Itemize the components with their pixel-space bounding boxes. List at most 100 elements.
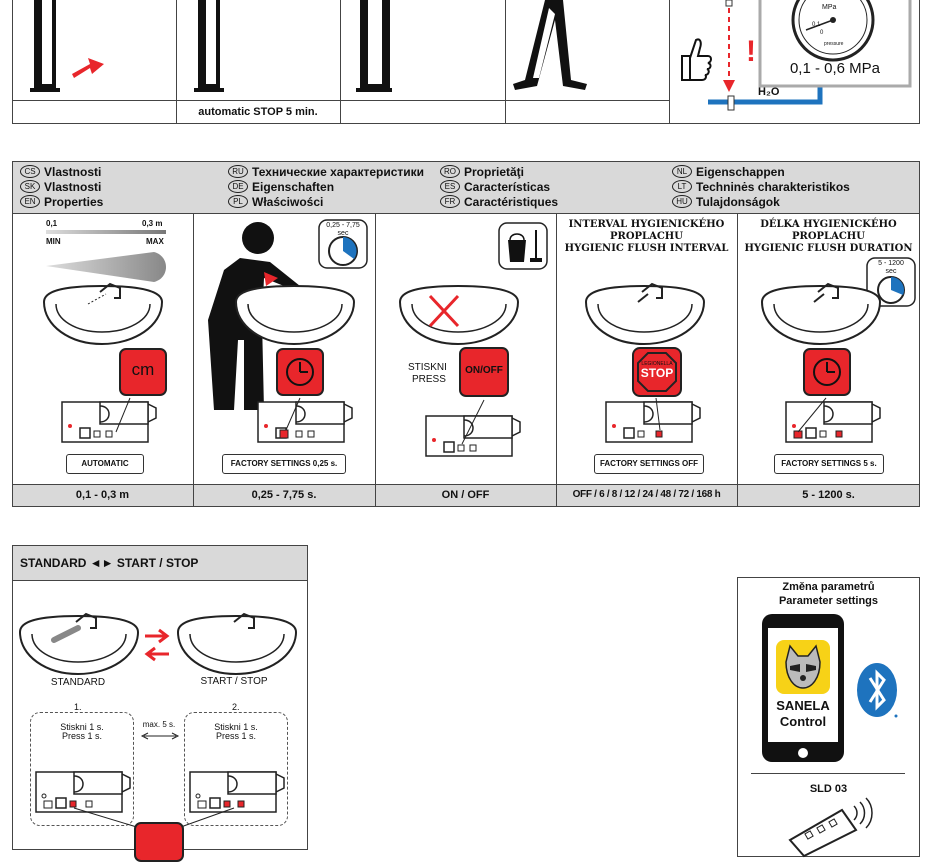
start-stop-label: START / STOP [200, 676, 268, 687]
prop-col-divider [375, 213, 376, 507]
standard-label: STANDARD [50, 677, 106, 688]
range-scale-bar [46, 230, 166, 234]
duration-range-label: 5 - 1200 [878, 260, 904, 267]
duration-title: DÉLKA HYGIENICKÉHO [760, 219, 897, 230]
step-1-press: Stiskni 1 s. [60, 722, 104, 732]
thumbs-up-icon [681, 38, 712, 81]
step-1-label: 1. [74, 702, 82, 712]
washbasin-illustration [42, 282, 164, 346]
user-standing-illustration-3 [356, 0, 392, 92]
max-time-label: max. 5 s. [142, 720, 176, 729]
duration-unit-label: sec [885, 268, 897, 275]
step-2-press: Stiskni 1 s. [214, 722, 258, 732]
stop-label: STOP [640, 366, 674, 380]
control-unit-illustration [35, 771, 131, 813]
top-caption-divider [12, 100, 670, 101]
app-panel-divider [751, 773, 905, 774]
control-unit-illustration [257, 397, 353, 443]
range-value: 0,1 - 0,3 m [75, 489, 130, 501]
gauge-scale-mark: 0,1 [812, 22, 821, 28]
legionella-stop-icon [632, 347, 682, 397]
top-caption-1 [12, 101, 176, 123]
timer-range-label: 0,25 - 7,75 [326, 222, 360, 229]
washbasin-illustration [760, 282, 882, 346]
distance-setting-button [119, 348, 167, 396]
remote-model-label: SLD 03 [809, 783, 848, 795]
step-2-frame [184, 712, 288, 826]
duration-value: 5 - 1200 s. [802, 489, 855, 501]
h2o-label: H₂O [758, 86, 780, 98]
sensor-beam-illustration [46, 252, 166, 282]
step-2-label: 2. [232, 702, 240, 712]
step-2-press-en: Press 1 s. [215, 731, 256, 741]
clock-icon [813, 358, 841, 386]
top-caption-4 [505, 101, 669, 123]
connector-lines [73, 807, 235, 829]
app-panel-title: Změna parametrů [782, 581, 875, 593]
interval-title: INTERVAL HYGIENICKÉHO [568, 219, 725, 230]
top-col-divider [176, 0, 177, 124]
top-caption-2: automatic STOP 5 min. [198, 106, 318, 118]
sanela-app-icon [776, 640, 830, 694]
pressure-pipe-diagram [708, 0, 912, 111]
washbasin-illustration [234, 284, 356, 346]
remote-control-illustration [788, 797, 873, 858]
prop-col-divider [556, 213, 557, 507]
smartphone-home-button [798, 748, 808, 758]
washbasin-disabled-illustration [398, 284, 520, 346]
on-off-label: ON/OFF [465, 365, 503, 376]
properties-values-row [12, 484, 920, 507]
range-max-value: 0,3 m [142, 219, 163, 228]
duration-title-en: HYGIENIC FLUSH DURATION [744, 243, 913, 254]
gauge-warning-mark: ! [746, 35, 756, 68]
timer-unit-label: sec [337, 230, 349, 237]
app-name: SANELA [776, 698, 830, 713]
timer-dial-icon [318, 219, 368, 269]
clock-icon [286, 358, 314, 386]
user-standing-illustration-2 [194, 0, 224, 92]
cleaning-bucket-icon [498, 222, 548, 270]
duration-title-2: PROPLACHU [792, 231, 865, 242]
step-1-press-en: Press 1 s. [61, 731, 102, 741]
gauge-scale-mark: 0 [820, 30, 824, 36]
top-col-divider [340, 0, 341, 124]
mode-switch-button [134, 822, 184, 862]
washbasin-illustration [584, 282, 706, 346]
gauge-scale-mark: pressure [824, 41, 844, 47]
control-unit-illustration [785, 397, 881, 443]
factory-settings-badge: FACTORY SETTINGS 0,25 s. [222, 454, 346, 474]
factory-settings-badge: FACTORY SETTINGS 5 s. [774, 454, 884, 474]
range-min-value: 0,1 [46, 219, 58, 228]
user-walking-away-illustration [513, 0, 587, 90]
interval-value: OFF / 6 / 8 / 12 / 24 / 48 / 72 / 168 h [572, 489, 721, 500]
interval-title-en: HYGIENIC FLUSH INTERVAL [564, 243, 729, 254]
interval-title-2: PROPLACHU [610, 231, 683, 242]
control-unit-illustration [605, 397, 701, 443]
top-caption-3 [340, 101, 505, 123]
double-arrow-icon [140, 732, 180, 740]
on-off-value: ON / OFF [441, 489, 490, 501]
automatic-badge: AUTOMATIC [66, 454, 144, 474]
timer-dial-icon [866, 257, 916, 307]
control-unit-illustration [425, 399, 521, 457]
gauge-range-label: 0,1 - 0,6 MPa [789, 60, 881, 77]
control-unit-illustration [189, 771, 285, 813]
swap-arrows-icon [144, 628, 170, 662]
user-standing-illustration [30, 0, 104, 92]
standard-header-title: STANDARD ◄► START / STOP [20, 556, 199, 570]
step-1-frame [30, 712, 134, 826]
bluetooth-icon [857, 663, 898, 718]
distance-setting-label: cm [131, 360, 155, 379]
gauge-unit: MPa [822, 4, 837, 11]
range-min-label: MIN [46, 237, 61, 246]
